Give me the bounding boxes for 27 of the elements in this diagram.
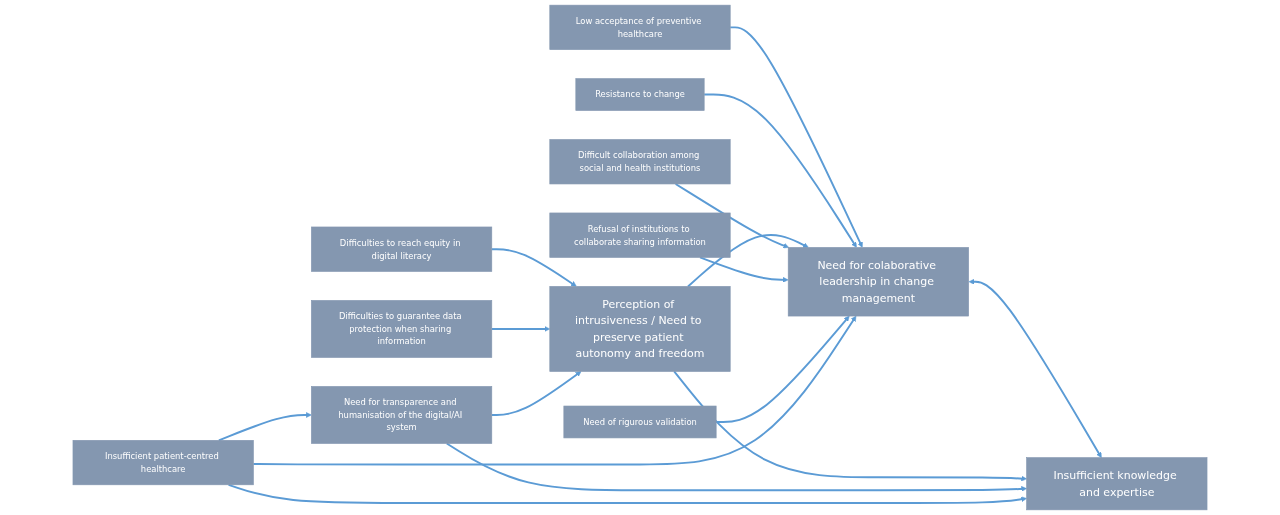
arrow [673, 370, 1027, 482]
node-box: Difficulties to reach equity in digital literacy [311, 226, 493, 272]
arrow [445, 442, 1027, 492]
arrow [729, 26, 863, 248]
node-box: Difficult collaboration among social and health institutions [549, 139, 731, 185]
arrow [227, 483, 1027, 505]
node-box: Refusal of institutions to collaborate sharing information [549, 212, 731, 258]
node-box: Perception of intrusiveness / Need to preserve patient autonomy and freedom [549, 286, 731, 372]
node-box: Resistance to change [575, 78, 705, 111]
arrow [674, 183, 789, 249]
arrow [968, 278, 1102, 458]
arrow [217, 412, 312, 442]
arrow [490, 371, 582, 416]
arrow [490, 326, 551, 332]
node-box: Insufficient knowledge and expertise [1026, 457, 1208, 511]
node-box: Need of rigurous validation [563, 405, 717, 439]
node-box: Low acceptance of preventive healthcare [549, 4, 731, 50]
node-box: Difficulties to guarantee data protection when sharing information [311, 300, 493, 358]
arrow [252, 315, 857, 466]
arrow [699, 256, 789, 283]
arrow [687, 234, 809, 288]
arrow [490, 248, 577, 287]
arrow [715, 315, 850, 423]
arrow [703, 93, 857, 248]
node-box: Need for colaborative leadership in change management [787, 247, 969, 317]
node-box: Insufficient patient-centred healthcare [72, 440, 254, 486]
node-box: Need for transparence and humanisation of the digital/AI system [311, 386, 493, 444]
